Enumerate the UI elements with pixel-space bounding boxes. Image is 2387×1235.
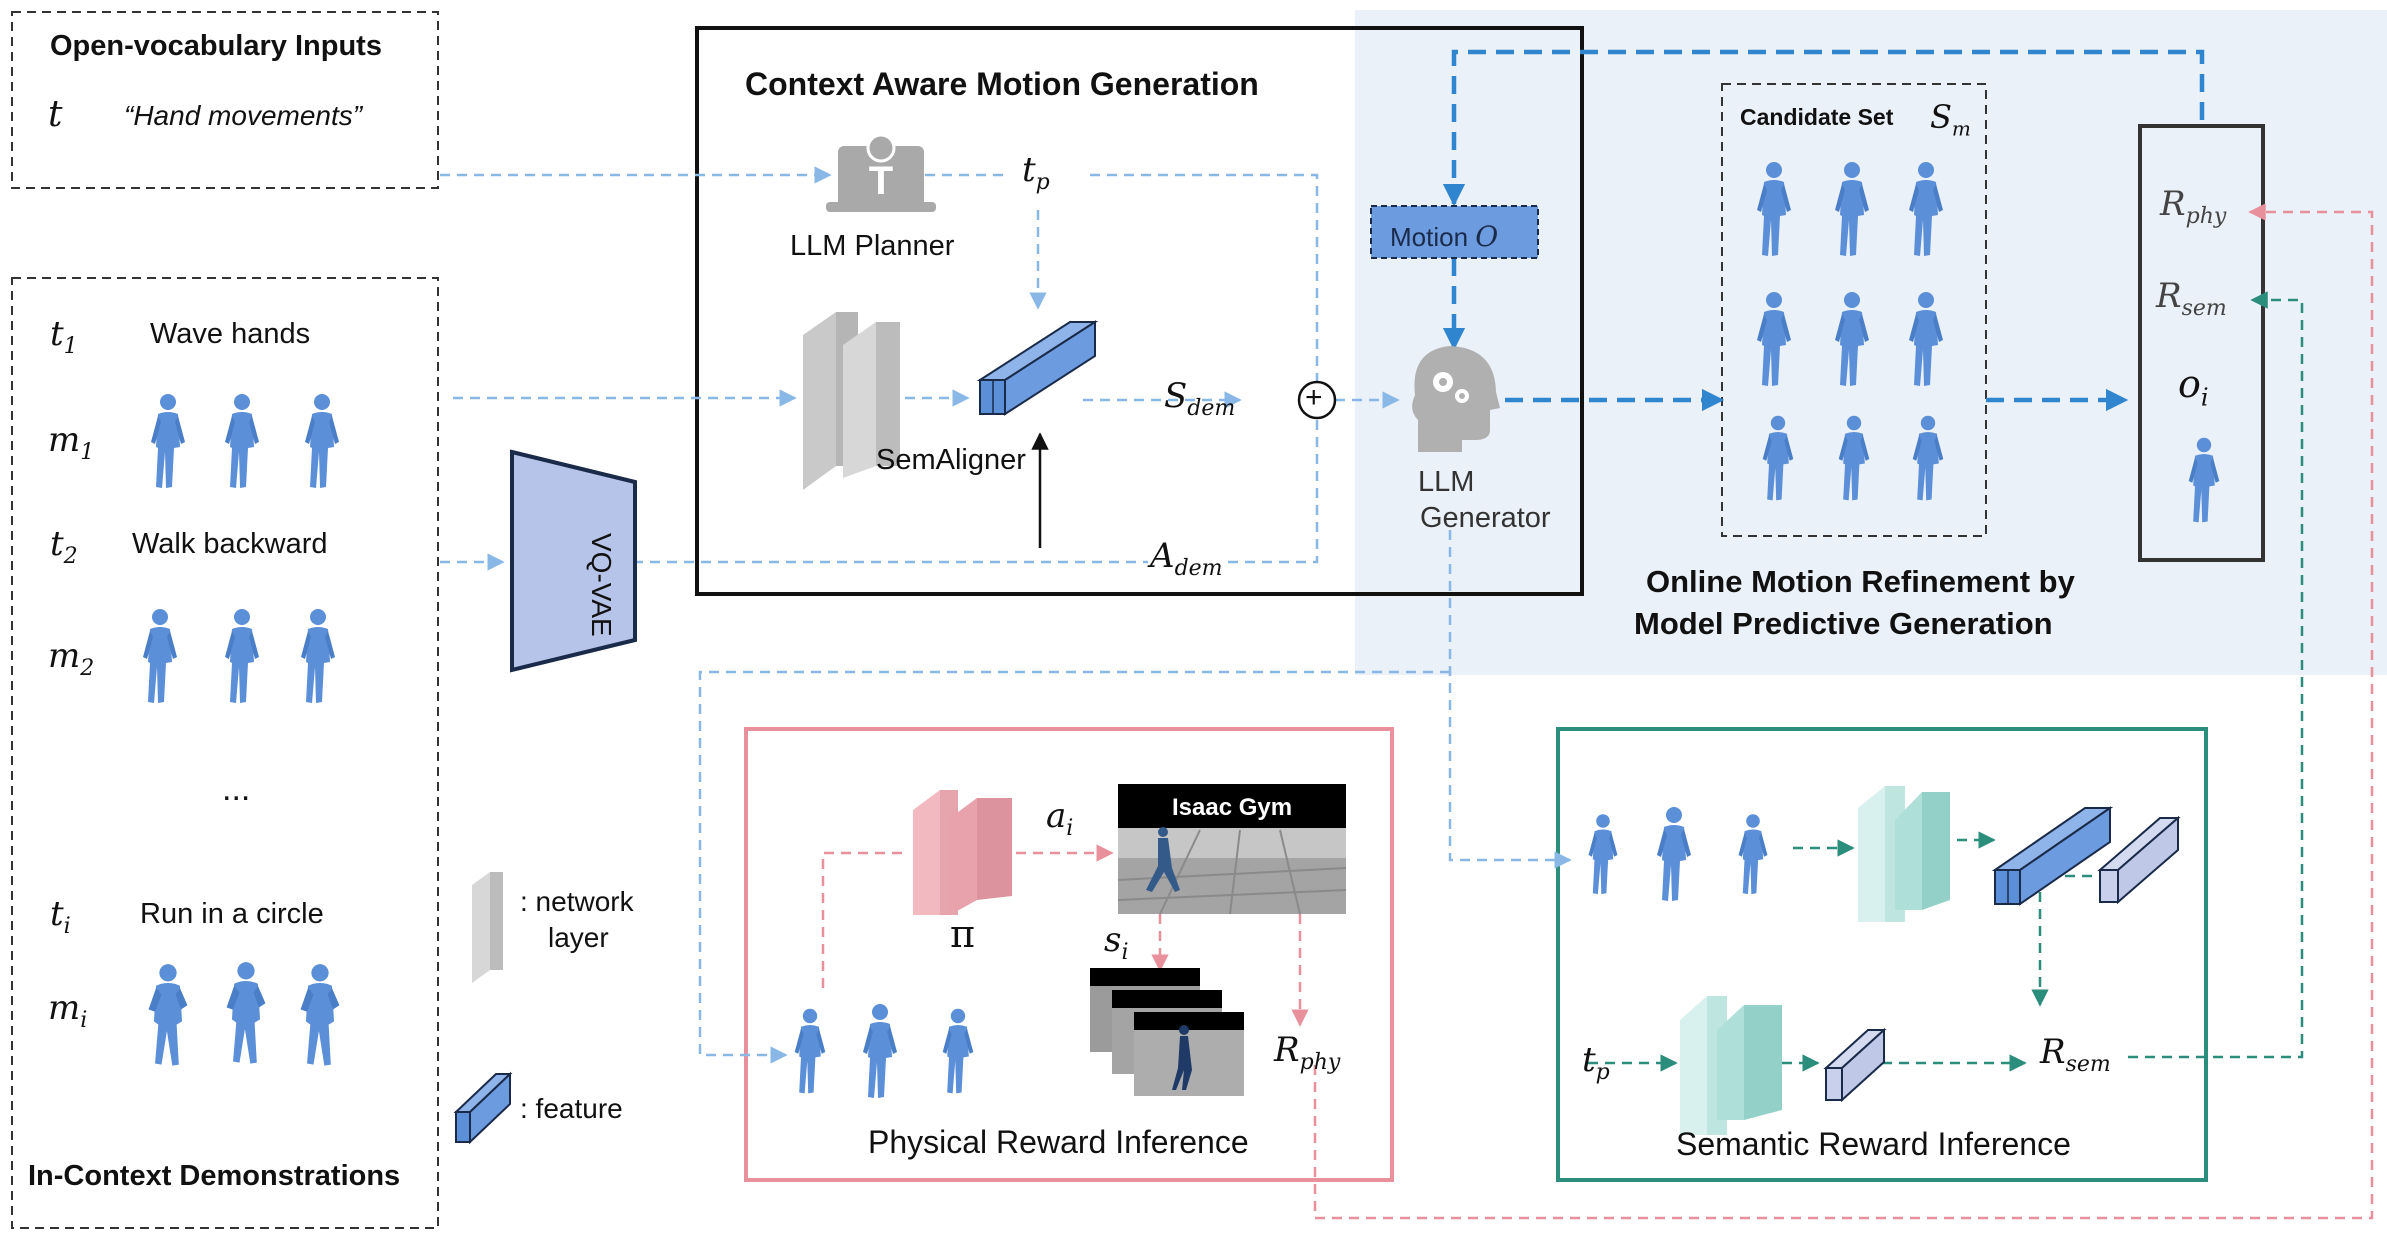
llm-planner-icon: T — [826, 133, 936, 212]
semantic-feature-small-bottom — [1823, 1027, 1887, 1103]
cam-box — [695, 26, 1584, 596]
pink-dashed-arrows — [821, 203, 2374, 1220]
strong-blue-arrows — [1442, 49, 2205, 412]
legend-feature-label: : feature — [520, 1093, 623, 1124]
semaligner-feature — [976, 320, 1099, 416]
inputs-box — [11, 11, 439, 189]
plus-sign: + — [1305, 381, 1323, 414]
generator-line2: Generator — [1420, 502, 1551, 534]
llm-generator-icon — [1412, 346, 1500, 452]
output-rphy: Rphy — [2160, 184, 2227, 229]
output-oi: oi — [2178, 362, 2209, 412]
demo-m2: m2 — [48, 636, 95, 681]
blue-dashed-arrows — [440, 166, 1572, 1064]
semantic-input-figures — [1588, 807, 1768, 901]
motion-label: Motion O — [1390, 220, 1499, 253]
semaligner-label: SemAligner — [876, 444, 1026, 476]
policy-network-layer — [913, 790, 1012, 915]
legend-network-line2: layer — [548, 922, 609, 953]
cam-tp: tp — [1022, 150, 1050, 195]
phys-pi: π — [950, 912, 975, 956]
phys-si: si — [1104, 920, 1129, 965]
motion-box — [1370, 205, 1539, 259]
demo-t1: t1 — [50, 314, 78, 359]
candidate-set-box — [1721, 83, 1987, 537]
legend-layer-icon — [472, 872, 503, 983]
phys-ai: ai — [1046, 796, 1074, 841]
cam-sdem: Sdem — [1164, 376, 1236, 421]
semantic-feature-small-top — [2097, 815, 2181, 905]
teal-network-layer-top — [1858, 786, 1950, 922]
legend-feature-icon — [453, 1071, 513, 1145]
demo-ti: ti — [50, 894, 71, 939]
candidate-sm: Sm — [1930, 98, 1971, 141]
legend-network-line1: : network — [520, 886, 634, 917]
isaac-gym-label: Isaac Gym — [1172, 794, 1293, 821]
inputs-var: t — [48, 94, 63, 135]
llm-planner-label: LLM Planner — [790, 230, 955, 262]
sem-tp: tp — [1582, 1040, 1610, 1085]
candidate-motion-figures — [1757, 162, 1944, 501]
vqvae-block — [510, 449, 637, 673]
demo-label-i: Run in a circle — [140, 898, 324, 930]
cam-title: Context Aware Motion Generation — [745, 66, 1259, 102]
semantic-feature-large — [1991, 806, 2114, 906]
demo-label-2: Walk backward — [132, 528, 328, 560]
candidate-label: Candidate Set — [1740, 104, 1894, 130]
isaac-gym-view — [1117, 784, 1347, 915]
sem-rsem: Rsem — [2040, 1032, 2111, 1077]
vqvae-label: VQ-VAE — [586, 533, 617, 637]
generator-line1: LLM — [1418, 466, 1475, 498]
phys-title: Physical Reward Inference — [868, 1124, 1249, 1160]
demos-box — [11, 277, 439, 1229]
sem-title: Semantic Reward Inference — [1676, 1126, 2071, 1162]
demo-motion-figures — [143, 394, 340, 1066]
demo-t2: t2 — [50, 524, 78, 569]
physical-reward-box — [744, 727, 1394, 1182]
semantic-reward-box — [1556, 727, 2208, 1182]
state-frames — [1090, 968, 1244, 1096]
phys-rphy: Rphy — [1274, 1030, 1341, 1075]
sum-circle — [1297, 380, 1337, 420]
omr-panel — [1355, 10, 2387, 675]
physical-input-figures — [794, 1004, 974, 1098]
inputs-title: Open-vocabulary Inputs — [50, 30, 382, 62]
omr-title-line2: Model Predictive Generation — [1634, 606, 2053, 641]
cam-adem: Adem — [1150, 536, 1223, 581]
output-box — [2138, 124, 2265, 562]
teal-network-layer-bottom — [1680, 996, 1782, 1135]
inputs-text: “Hand movements” — [124, 100, 363, 131]
demo-label-1: Wave hands — [150, 318, 311, 350]
omr-title-line1: Online Motion Refinement by — [1646, 564, 2075, 599]
gray-network-layer — [803, 312, 900, 490]
demos-title: In-Context Demonstrations — [28, 1160, 401, 1192]
demo-mi: mi — [48, 988, 88, 1033]
demo-ellipsis: ... — [222, 770, 251, 808]
svg-text:T: T — [869, 159, 893, 203]
demo-m1: m1 — [48, 420, 95, 465]
output-rsem: Rsem — [2156, 276, 2227, 321]
